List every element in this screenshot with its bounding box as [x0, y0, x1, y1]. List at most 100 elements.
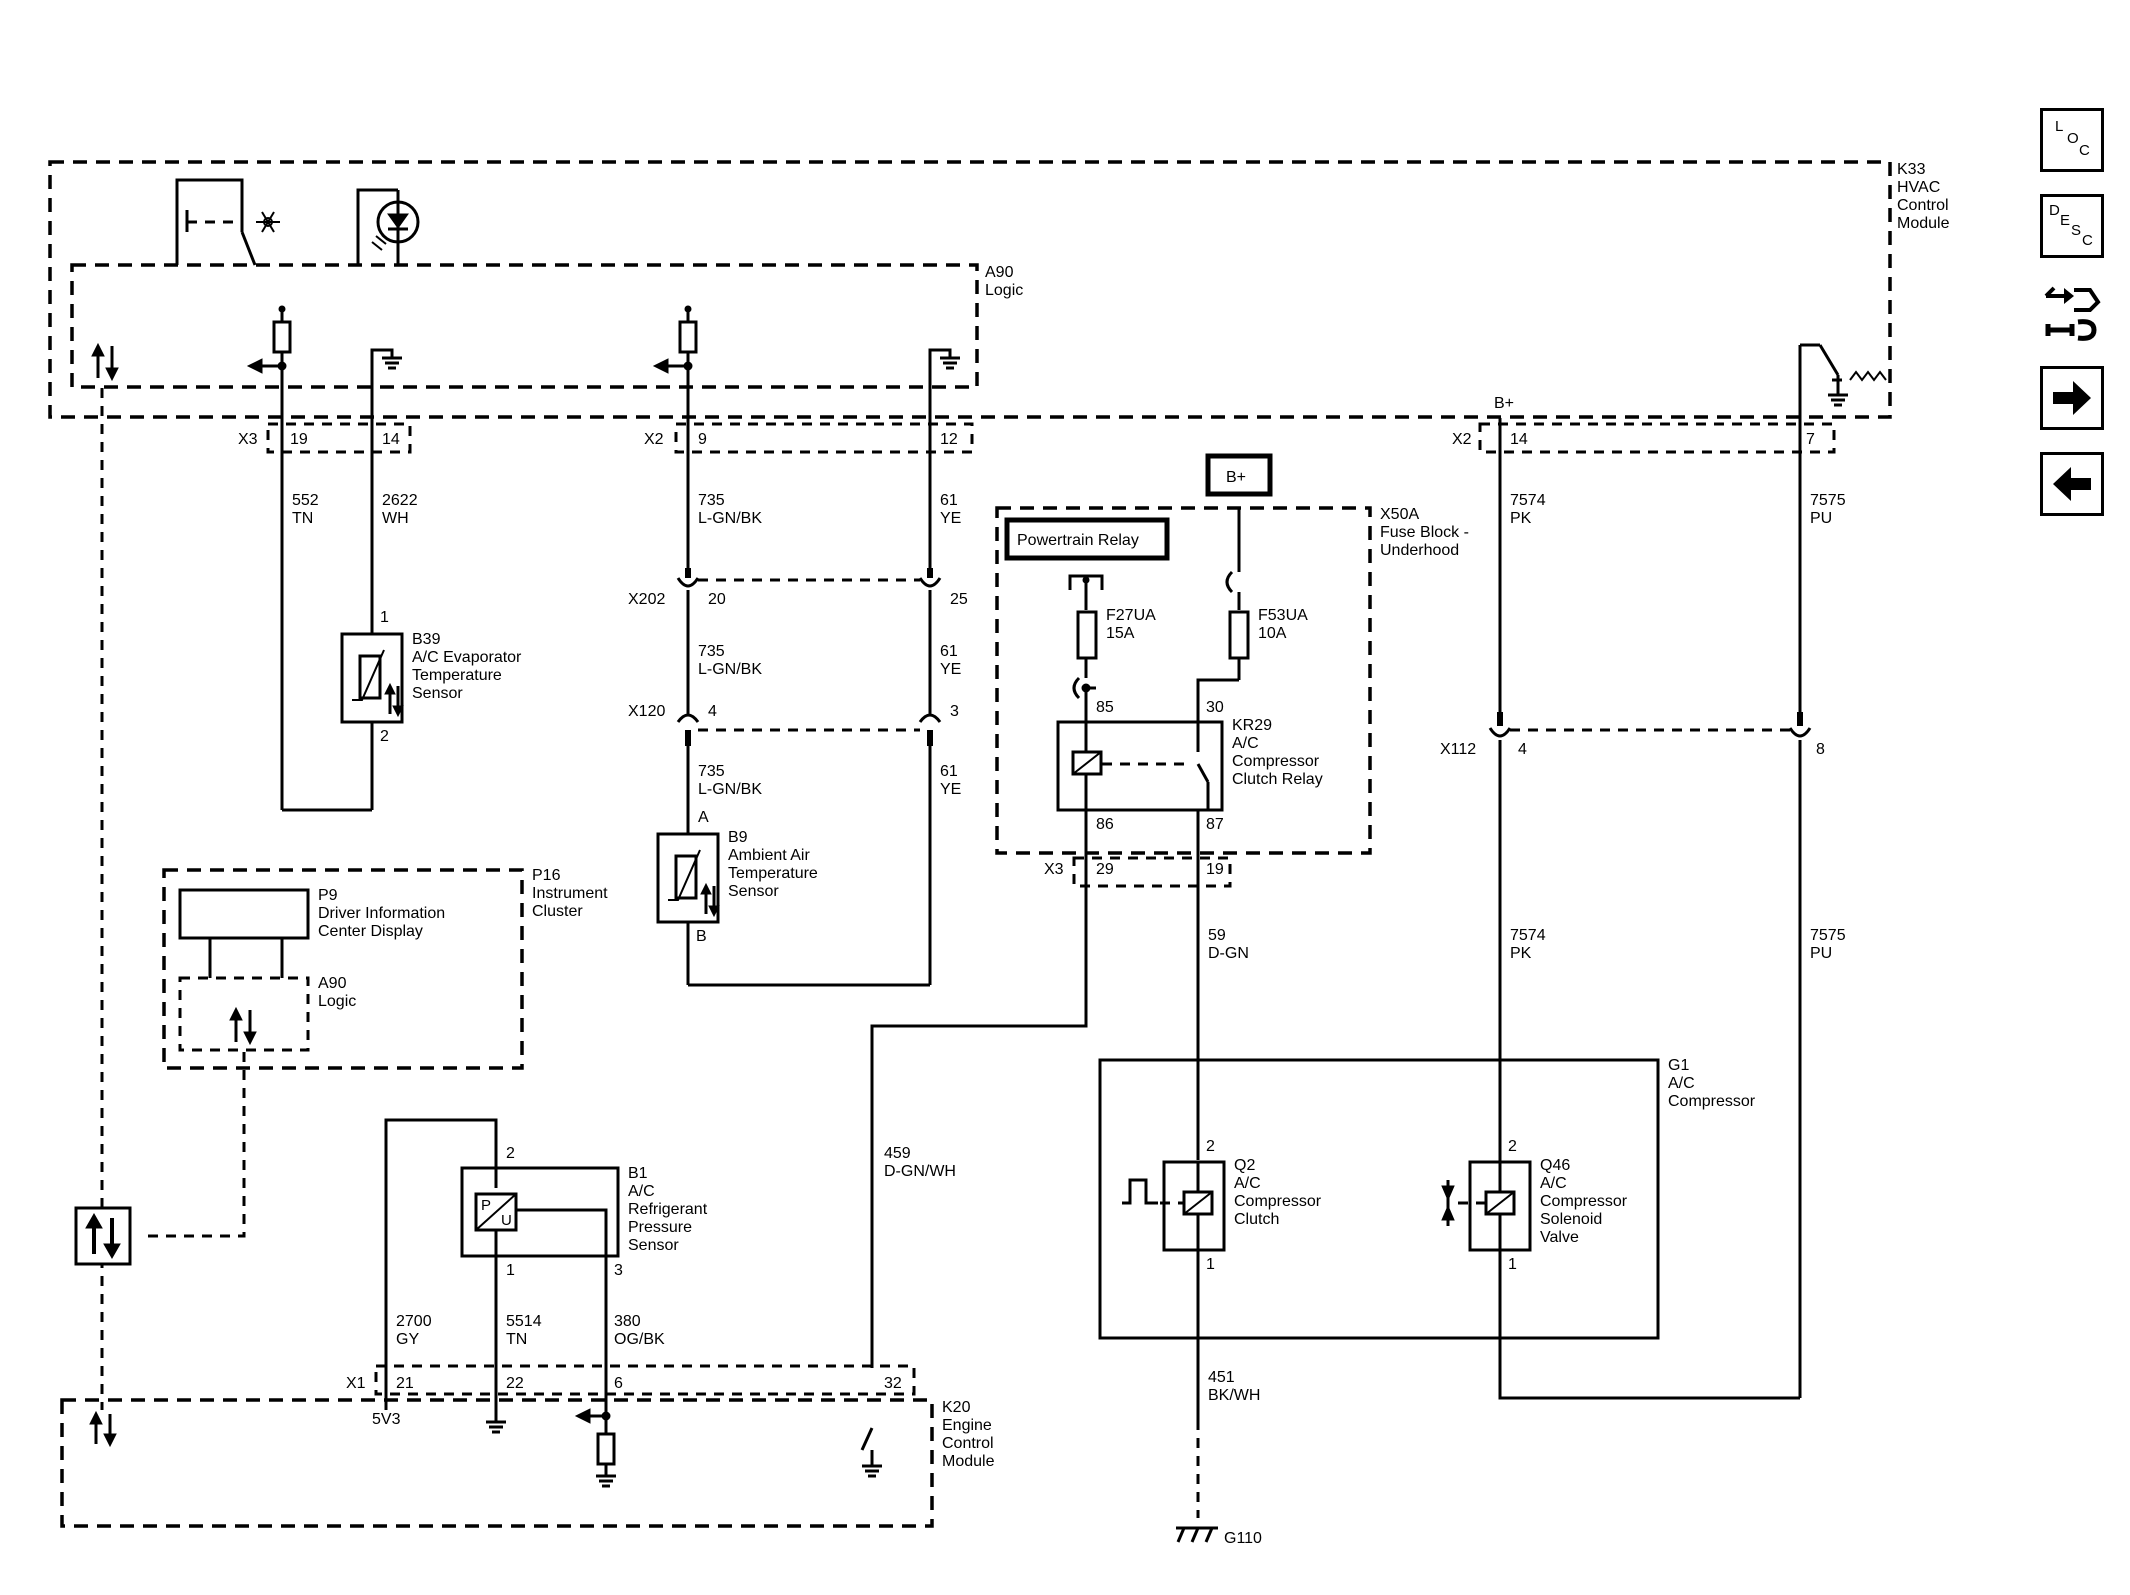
connector-wrench-icon[interactable]	[2040, 280, 2104, 344]
desc-button[interactable]: D E S C	[2040, 194, 2104, 258]
clutch-q2-box	[1162, 1160, 1226, 1252]
ecm-pressure-signal-resistor	[574, 1398, 616, 1488]
clutch-pin-1: 1	[1206, 1256, 1215, 1273]
connector-x2-hvac-a	[674, 422, 974, 454]
pressure-sensor-label-2: Refrigerant	[628, 1201, 708, 1218]
pressure-sensor-pin-2: 2	[506, 1145, 515, 1162]
pressure-sensor-pin-1: 1	[506, 1262, 515, 1279]
pressure-sensor-label-4: Sensor	[628, 1237, 679, 1254]
relay-kr29-box	[1056, 720, 1224, 812]
ambient-sensor-pin-a: A	[698, 809, 709, 826]
relay-pin-85: 85	[1096, 699, 1114, 716]
w61a-number: 61	[940, 492, 958, 509]
serial-data-gateway-box	[74, 1206, 132, 1266]
connector-x3-hvac	[266, 422, 412, 454]
clutch-label-2: Compressor	[1234, 1193, 1322, 1210]
pressure-sensor-u-label: U	[501, 1212, 512, 1229]
w61b-color: YE	[940, 661, 961, 678]
fuse-block-label-1: Fuse Block -	[1380, 524, 1469, 541]
w735b-color: L-GN/BK	[698, 661, 762, 678]
relay-label-2: Compressor	[1232, 753, 1320, 770]
battery-label: B+	[1226, 469, 1246, 486]
powertrain-relay-box	[1004, 517, 1170, 561]
fuse-f27ua-rating: 15A	[1106, 625, 1135, 642]
next-button[interactable]	[2040, 366, 2104, 430]
hvac-module-label-3: Module	[1897, 215, 1950, 232]
pressure-sensor-label-1: A/C	[628, 1183, 655, 1200]
solenoid-valve-icon	[1441, 1162, 1516, 1250]
pressure-sensor-p-label: P	[481, 1197, 491, 1214]
evap-pullup-resistor	[246, 305, 292, 374]
w59-number: 59	[1208, 927, 1226, 944]
x1-ecm-pin-c: 6	[614, 1375, 623, 1392]
a90-logic-box	[70, 263, 979, 389]
valve-label-4: Valve	[1540, 1229, 1579, 1246]
ambient-thermistor-icon	[656, 832, 720, 924]
w552-color: TN	[292, 510, 313, 527]
battery-x2-label: B+	[1494, 395, 1514, 412]
w380-number: 380	[614, 1313, 641, 1330]
loc-button[interactable]: L O C	[2040, 108, 2104, 172]
fuse-block-box	[995, 506, 1372, 855]
w459-color: D-GN/WH	[884, 1163, 956, 1180]
x120-pin-a: 4	[708, 703, 717, 720]
fuse-block-label-2: Underhood	[1380, 542, 1459, 559]
fuse-f53ua-icon	[1228, 610, 1250, 660]
compressor-label-2: Compressor	[1668, 1093, 1756, 1110]
cluster-logic-box	[178, 976, 310, 1052]
ambient-sensor-label-1: Ambient Air	[728, 847, 810, 864]
valve-pin-1: 1	[1508, 1256, 1517, 1273]
valve-label-2: Compressor	[1540, 1193, 1628, 1210]
w451-number: 451	[1208, 1369, 1235, 1386]
evap-sensor-label-2: Temperature	[412, 667, 502, 684]
w552-number: 552	[292, 492, 319, 509]
ecm-serial-data-icon	[89, 1410, 117, 1448]
valve-label-1: A/C	[1540, 1175, 1567, 1192]
a90-logic-ref: A90	[985, 264, 1014, 281]
x120-ref: X120	[628, 703, 665, 720]
connector-x3-fuse	[1072, 856, 1232, 888]
previous-button[interactable]	[2040, 452, 2104, 516]
w2700-color: GY	[396, 1331, 419, 1348]
ambient-sensor-pin-b: B	[696, 928, 707, 945]
w7574a-number: 7574	[1510, 492, 1546, 509]
ecm-label-3: Module	[942, 1453, 995, 1470]
w380-color: OG/BK	[614, 1331, 665, 1348]
ground-g110-label: G110	[1224, 1530, 1262, 1547]
w7574b-number: 7574	[1510, 927, 1546, 944]
ambient-signal-ground-icon	[928, 348, 960, 440]
battery-box	[1205, 453, 1273, 497]
w7575a-number: 7575	[1810, 492, 1846, 509]
x3-fuse-pin-a: 29	[1096, 861, 1114, 878]
ambient-sensor-label-2: Temperature	[728, 865, 818, 882]
evap-thermistor-icon	[340, 632, 404, 724]
loc-letter-c: C	[2079, 142, 2090, 159]
w735c-number: 735	[698, 763, 725, 780]
pressure-sensor-box	[460, 1166, 620, 1258]
x2-hvac-b-ref: X2	[1452, 431, 1472, 448]
pressure-sensor-ref: B1	[628, 1165, 648, 1182]
powertrain-relay-splice-icon	[1068, 574, 1104, 610]
desc-letter-d: D	[2049, 202, 2060, 219]
relay-pin-86: 86	[1096, 816, 1114, 833]
w2700-number: 2700	[396, 1313, 432, 1330]
w5514-number: 5514	[506, 1313, 542, 1330]
clutch-coil-icon	[1122, 1162, 1214, 1250]
w61c-color: YE	[940, 781, 961, 798]
ecm-label-1: Engine	[942, 1417, 992, 1434]
relay-label-3: Clutch Relay	[1232, 771, 1323, 788]
x2-hvac-b-pin-b: 7	[1806, 431, 1815, 448]
x112-pin-a: 4	[1518, 741, 1527, 758]
x1-ecm-ref: X1	[346, 1375, 366, 1392]
x3-hvac-pin-b: 14	[382, 431, 400, 448]
hvac-control-module-box	[48, 160, 1892, 419]
x1-ecm-pin-b: 22	[506, 1375, 524, 1392]
valve-ref: Q46	[1540, 1157, 1570, 1174]
x2-hvac-a-ref: X2	[644, 431, 664, 448]
x3-fuse-pin-b: 19	[1206, 861, 1224, 878]
x2-hvac-b-pin-a: 14	[1510, 431, 1528, 448]
relay-ref: KR29	[1232, 717, 1272, 734]
w451-color: BK/WH	[1208, 1387, 1260, 1404]
pressure-sensor-label-3: Pressure	[628, 1219, 692, 1236]
